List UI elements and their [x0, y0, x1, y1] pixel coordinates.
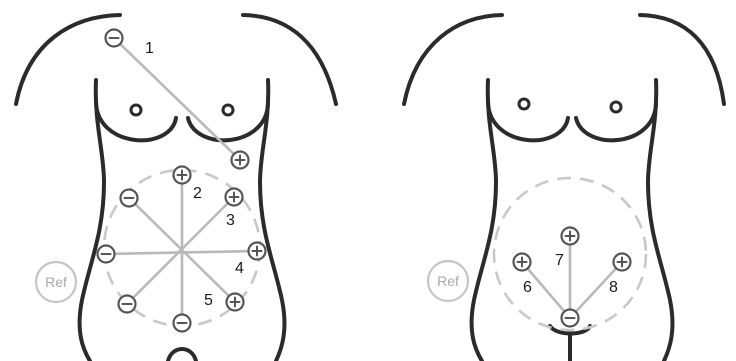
left-torso: 1 2 3 4 5 Ref — [16, 15, 336, 361]
right-reference-label: Ref — [437, 273, 459, 289]
lead-4-wire — [106, 251, 257, 254]
electrode-positive-icon — [249, 243, 266, 260]
electrode-positive-icon — [614, 254, 631, 271]
electrode-negative-icon — [121, 190, 138, 207]
right-electrodes — [514, 228, 631, 327]
left-reference-label: Ref — [45, 274, 67, 290]
electrode-negative-icon — [106, 30, 123, 47]
lead-label-5: 5 — [204, 292, 213, 309]
right-torso: 6 7 8 Ref — [404, 15, 724, 361]
left-reference-electrode: Ref — [36, 262, 76, 302]
electrode-negative-icon — [174, 315, 191, 332]
lead-label-8: 8 — [609, 279, 618, 296]
electrode-positive-icon — [226, 189, 243, 206]
right-reference-electrode: Ref — [428, 261, 468, 301]
right-lead-wires — [522, 236, 622, 318]
electrode-positive-icon — [562, 228, 579, 245]
electrode-negative-icon — [562, 310, 579, 327]
electrode-positive-icon — [514, 254, 531, 271]
lead-label-3: 3 — [226, 212, 235, 229]
lead-label-4: 4 — [235, 260, 244, 277]
electrode-positive-icon — [227, 294, 244, 311]
lead-label-6: 6 — [523, 279, 532, 296]
left-torso-outline — [16, 15, 336, 361]
lead-label-7: 7 — [555, 252, 564, 269]
electrode-positive-icon — [174, 167, 191, 184]
left-lead-labels: 1 2 3 4 5 — [145, 40, 244, 309]
electrode-positive-icon — [232, 152, 249, 169]
lead-label-1: 1 — [145, 40, 154, 57]
electrode-negative-icon — [119, 296, 136, 313]
electrode-negative-icon — [98, 246, 115, 263]
lead-label-2: 2 — [193, 185, 202, 202]
